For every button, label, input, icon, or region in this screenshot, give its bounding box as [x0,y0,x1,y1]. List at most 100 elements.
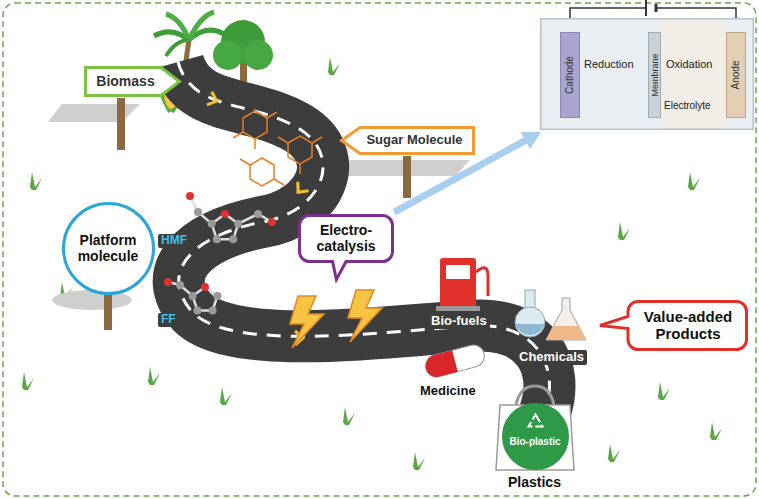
sugar-molecules [243,111,267,139]
grass [15,372,34,390]
hmf-molecule [186,192,194,200]
ff-molecule [213,292,221,300]
fuel-pump [440,258,476,310]
callout-bubble: Value-added Products [598,300,748,351]
pill [423,343,487,380]
plate-label: Anode [730,61,742,90]
badge-text: Bio-plastic [509,436,560,448]
fuel-pump [436,258,488,311]
circle-shape [502,403,569,470]
grass [336,407,355,425]
sign-posts [403,156,411,198]
callout-text: Value-added Products [638,308,738,343]
plate-label: Cathode [564,56,576,94]
grass [406,452,425,470]
shadows [52,290,132,310]
cell-wire [655,4,658,12]
signpost-shape [342,128,474,154]
hmf-molecule [194,208,202,216]
road [178,62,549,450]
fuel-pump [446,265,470,279]
bag [496,386,574,470]
lightning-bolts [290,296,324,348]
electrolysis-cell: ReductionOxidationElectrolyteCathodeMemb… [540,18,754,130]
ff-molecule [176,281,184,289]
grass [23,172,42,190]
grass [703,422,722,440]
hmf-molecule [213,235,221,243]
grass [321,57,340,75]
cell-text: Oxidation [666,58,712,71]
ff-molecule [201,283,209,291]
flasks [515,290,586,340]
lightning-bolts [290,290,382,348]
product-label: Plastics [508,474,561,490]
road-chevrons [207,92,309,345]
cell-wire [570,8,736,18]
plate-label: Membrane [649,53,659,96]
sugar-molecules [250,158,274,186]
grass [651,382,670,400]
cell-outline [541,19,753,129]
bag [496,405,574,470]
cell-text: Electrolyte [664,100,711,112]
circle-shape [503,404,567,468]
cathode-plate: Cathode [560,32,580,118]
bubble-shape [300,216,393,280]
flasks [546,298,586,340]
flasks [546,326,586,340]
palm-tree [189,12,214,40]
grass [213,387,232,405]
tree [213,40,243,70]
shadows [48,104,140,122]
hmf-molecule [190,196,272,239]
flasks [516,324,545,335]
hmf-molecule [229,235,237,243]
sign-posts [117,98,125,150]
hmf-molecule [268,218,276,226]
bag [516,386,554,405]
hmf-molecule [234,220,242,228]
ff-molecule [209,307,217,315]
cell-wire [570,0,736,18]
palm-tree [166,14,189,40]
product-label: Chemicals [516,350,587,365]
recycle-symbol [528,414,542,426]
pill [423,350,458,379]
membrane-plate: Membrane [648,32,661,118]
grass [141,367,160,385]
palm-tree [166,40,189,56]
plate-shape [727,33,746,118]
ff-molecule [164,278,221,315]
cell-shape [541,19,754,130]
sign-text: Platform molecule [72,232,144,264]
signpost-arrow: Biomass [84,66,181,97]
grass [681,172,700,190]
road [178,62,549,450]
grass [601,444,620,462]
tree [243,40,273,70]
ff-molecule [189,292,197,300]
molecule-label: HMF [158,234,190,248]
signpost-shape [86,68,180,96]
cell-wire [645,0,647,16]
hmf-molecule [221,210,229,218]
road-chevrons [207,92,219,108]
grass [611,222,630,240]
frame-border [3,3,756,496]
product-label: Medicine [420,384,476,399]
sugar-molecules [233,112,277,149]
sugar-molecules [288,136,312,164]
signpost-arrow: Sugar Molecule [340,126,475,155]
callout-text: Electro-catalysis [308,222,384,254]
sugar-molecules [240,159,284,185]
lightning-bolts [348,290,382,342]
anode-chamber [662,19,725,129]
fuel-pump [436,306,480,311]
hmf-molecule [254,210,262,218]
product-label: Bio-fuels [428,314,490,329]
signpost-circle: Platform molecule [62,202,155,295]
callout-bubble: Electro-catalysis [298,214,394,281]
pill [423,343,487,380]
